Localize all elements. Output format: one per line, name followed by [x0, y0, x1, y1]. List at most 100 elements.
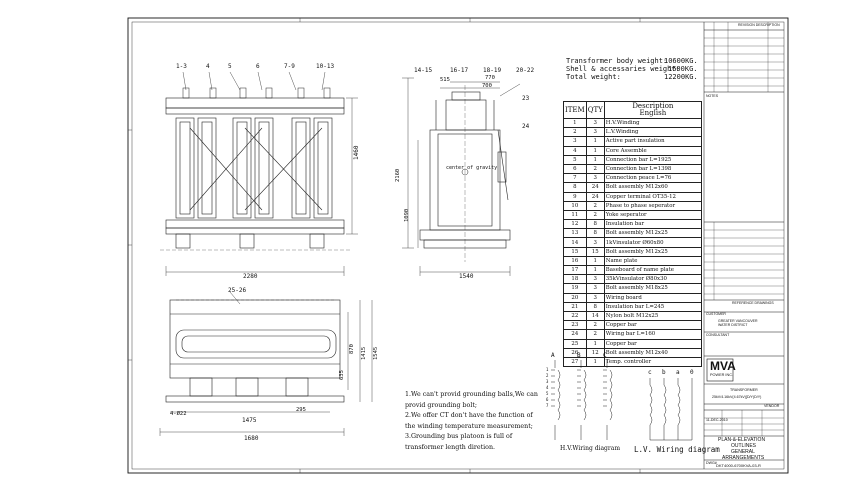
lv-terminal-c: c: [648, 369, 652, 376]
bom-qty-cell: 24: [585, 182, 605, 193]
bom-item-cell: 6: [563, 163, 587, 175]
bom-desc-cell: Insulation bar L=245: [603, 301, 703, 312]
bom-desc-cell: Connection peace L=76: [603, 173, 703, 184]
bom-desc-cell: 35kVinsulator Ø80x30: [603, 274, 703, 285]
revision-header: REVISION DESCRIPTION: [738, 23, 780, 27]
dim-1545: 1545: [373, 346, 379, 360]
notes-label: NOTES: [706, 94, 719, 98]
callout-18-19: 18-19: [483, 67, 502, 74]
bom-qty-cell: 2: [585, 329, 605, 340]
hv-phase-b: B: [577, 352, 581, 359]
bom-item-cell: 5: [563, 154, 587, 165]
bom-item-cell: 7: [563, 173, 587, 184]
weight-value-total: 12200KG.: [664, 73, 698, 81]
bom-desc-cell: Copper bar: [603, 338, 703, 349]
dwg-label: DWG#: [706, 461, 717, 465]
callout-23: 23: [522, 95, 530, 102]
customer-label: CUSTOMER: [706, 312, 726, 316]
bom-desc-cell: Active part insulation: [603, 136, 703, 147]
callout-1-3: 1-3: [176, 63, 187, 70]
hv-tap-7: 7: [546, 403, 549, 408]
hv-tap-5: 5: [546, 391, 549, 396]
consultant-label: CONSULTANT: [706, 333, 730, 337]
bom-qty-cell: 3: [585, 117, 605, 129]
bom-item-cell: 3: [563, 136, 587, 147]
bom-qty-cell: 12: [585, 347, 605, 358]
transformer-spec: 25kV/4.16kV(4.67kV)[D/Y(D/Y): [712, 395, 762, 399]
bom-item-cell: 22: [563, 310, 587, 322]
bom-qty-cell: 1: [585, 255, 605, 267]
bom-qty-cell: 14: [585, 310, 605, 322]
bom-desc-cell: Wiring board: [603, 292, 703, 303]
dim-295: 295: [296, 407, 306, 413]
bom-qty-cell: 3: [585, 237, 605, 248]
bom-item-cell: 14: [563, 237, 587, 248]
dim-1475: 1475: [242, 417, 257, 424]
bom-desc-cell: Bolt assembly M12x25: [603, 228, 703, 239]
bom-item-cell: 9: [563, 191, 587, 202]
bom-qty-cell: 1: [585, 136, 605, 147]
bom-item-cell: 13: [563, 228, 587, 239]
note-2: 2.We offer CT don't have the function of…: [405, 412, 533, 430]
bom-item-cell: 27: [563, 356, 587, 368]
lv-wiring-caption: L.V. Wiring diagram: [634, 445, 720, 454]
note-1: 1.We can't provid grounding balls,We can…: [405, 391, 538, 409]
bom-item-cell: 1: [563, 117, 587, 129]
bom-qty-cell: 1: [585, 356, 605, 368]
bom-qty-cell: 15: [585, 246, 605, 257]
bom-desc-cell: Name plate: [603, 255, 703, 267]
dim-515: 515: [440, 77, 450, 83]
callout-16-17: 16-17: [450, 67, 469, 74]
bom-desc-cell: Wiring bar L=160: [603, 329, 703, 340]
callout-4: 4: [206, 63, 210, 70]
title-block-frame: [703, 22, 784, 469]
hv-phase-c: C: [603, 352, 607, 359]
bom-qty-cell: 1: [585, 338, 605, 349]
plan-view: [159, 291, 373, 436]
bom-item-cell: 19: [563, 283, 587, 294]
bom-desc-cell: Bolt assembly M12x40: [603, 347, 703, 358]
bom-item-cell: 15: [563, 246, 587, 257]
hv-wiring-caption: H.V.Wiring diagram: [560, 445, 621, 452]
bom-qty-cell: 8: [585, 219, 605, 230]
drawing-notes: 1.We can't provid grounding balls,We can…: [405, 390, 545, 454]
vendor-label: VENDOR: [764, 404, 780, 408]
dim-1090: 1090: [404, 208, 410, 222]
bom-desc-cell: Copper terminal OT35-12: [603, 191, 703, 202]
bom-item-cell: 4: [563, 145, 587, 156]
bom-item-cell: 23: [563, 320, 587, 331]
bom-qty-cell: 8: [585, 228, 605, 239]
bom-header-item: ITEM: [563, 101, 587, 119]
bom-qty-cell: 2: [585, 320, 605, 331]
bom-qty-cell: 1: [585, 154, 605, 165]
hv-tap-4: 4: [546, 385, 549, 390]
bom-header-qty: QTY: [585, 101, 605, 119]
bom-qty-cell: 1: [585, 145, 605, 156]
drawing-title-line-4: ARRANGEMENTS: [722, 455, 765, 461]
dim-770: 770: [485, 75, 495, 81]
bom-desc-cell: Yoke seperator: [603, 209, 703, 221]
hv-tap-6: 6: [546, 397, 549, 402]
bom-qty-cell: 3: [585, 292, 605, 303]
note-3: 3.Grounding bus platoon is full of trans…: [405, 433, 513, 451]
reference-label: REFERENCE DRAWINGS: [732, 301, 774, 305]
side-elevation-view: [402, 77, 521, 276]
hv-tap-1: 1: [546, 367, 549, 372]
